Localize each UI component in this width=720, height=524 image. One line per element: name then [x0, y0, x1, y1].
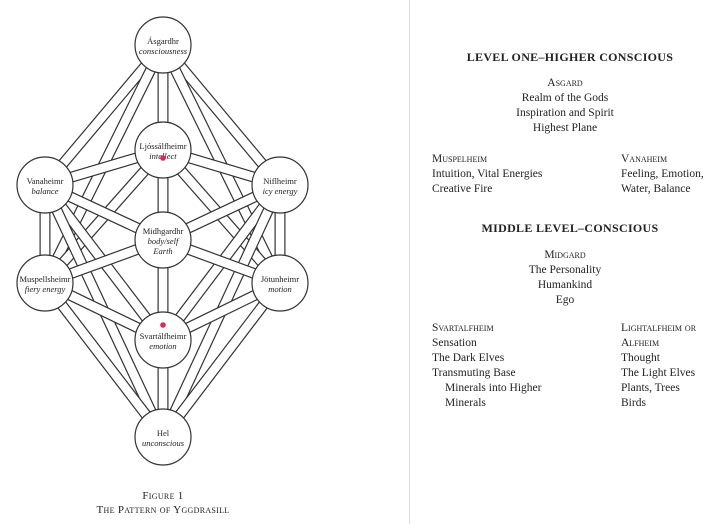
- node-name: Svartálfheimr: [140, 331, 187, 341]
- lightalfheim-block: Lightalfheim or Alfheim Thought The Ligh…: [621, 321, 696, 411]
- muspelheim-line: Creative Fire: [432, 183, 493, 195]
- svartalfheim-line: Minerals into Higher: [445, 382, 542, 394]
- svartalfheim-title: Svartalfheim: [432, 322, 494, 334]
- vanaheim-block: Vanaheim Feeling, Emotion, Water, Balanc…: [621, 152, 704, 197]
- node-vanaheimr: [16, 156, 74, 214]
- node-svartalfheimr: [134, 311, 192, 369]
- svartalfheim-line: Minerals: [445, 397, 486, 409]
- yggdrasill-diagram: ÁsgardhrconsciousnessLjóssálfheimrintell…: [16, 16, 309, 466]
- node-quality: emotion: [149, 341, 176, 351]
- asgard-line: Inspiration and Spirit: [516, 107, 614, 119]
- lightalfheim-line: The Light Elves: [621, 367, 696, 379]
- svartalfheim-line: The Dark Elves: [432, 352, 505, 364]
- node-quality: motion: [268, 284, 292, 294]
- midgard-line: The Personality: [528, 264, 602, 276]
- node-name: Jötunheimr: [261, 274, 299, 284]
- vanaheim-line: Feeling, Emotion,: [621, 168, 704, 180]
- midgard-line: Humankind: [537, 279, 593, 291]
- asgard-title: Asgard: [547, 77, 583, 89]
- node-quality: fiery energy: [25, 284, 66, 294]
- lightalfheim-line: Birds: [621, 397, 646, 409]
- svartalfheim-line: Transmuting Base: [432, 367, 516, 379]
- lightalfheim-title: Lightalfheim or: [621, 322, 697, 334]
- asgard-block: Asgard Realm of the Gods Inspiration and…: [470, 76, 660, 136]
- node-name: Hel: [157, 428, 170, 438]
- asgard-line: Highest Plane: [532, 122, 598, 134]
- marker-dot: [160, 155, 166, 161]
- asgard-line: Realm of the Gods: [521, 92, 609, 104]
- node-jotunheimr: [251, 254, 309, 312]
- figure-label: Figure 1: [142, 490, 184, 502]
- node-asgardhr: [134, 16, 192, 74]
- node-midhgardhr: [134, 211, 192, 269]
- path-asgardhr-niflheimr: [158, 40, 285, 190]
- path-muspellsheimr-hel: [40, 278, 168, 442]
- node-name: Muspellsheimr: [20, 274, 71, 284]
- node-muspellsheimr: [16, 254, 74, 312]
- muspelheim-block: Muspelheim Intuition, Vital Energies Cre…: [432, 152, 542, 197]
- midgard-title: Midgard: [544, 249, 586, 261]
- node-quality: consciousness: [139, 46, 188, 56]
- node-quality-2: Earth: [152, 246, 172, 256]
- lightalfheim-line: Thought: [621, 352, 660, 364]
- page-divider: [409, 0, 410, 524]
- midgard-block: Midgard The Personality Humankind Ego: [470, 248, 660, 308]
- path-jotunheimr-hel: [158, 278, 285, 442]
- node-quality: icy energy: [263, 186, 298, 196]
- svartalfheim-block: Svartalfheim Sensation The Dark Elves Tr…: [432, 321, 541, 411]
- lightalfheim-line: Plants, Trees: [621, 382, 680, 394]
- node-name: Ljóssálfheimr: [139, 141, 186, 151]
- node-hel: [134, 408, 192, 466]
- node-niflheimr: [251, 156, 309, 214]
- marker-dot: [160, 322, 166, 328]
- middle-level-heading: MIDDLE LEVEL–CONSCIOUS: [481, 221, 659, 235]
- muspelheim-line: Intuition, Vital Energies: [432, 168, 543, 180]
- node-name: Ásgardhr: [147, 36, 179, 46]
- midgard-line: Ego: [555, 294, 575, 306]
- vanaheim-line: Water, Balance: [621, 183, 691, 195]
- node-name: Vanaheimr: [27, 176, 64, 186]
- vanaheim-title: Vanaheim: [621, 153, 668, 165]
- node-quality: unconscious: [142, 438, 185, 448]
- node-name: Midhgardhr: [143, 226, 184, 236]
- level-one-heading: LEVEL ONE–HIGHER CONSCIOUS: [466, 50, 674, 64]
- node-ljossalfheimr: [134, 121, 192, 179]
- figure-title: The Pattern of Yggdrasill: [96, 504, 230, 516]
- node-quality: body/self: [148, 236, 180, 246]
- alfheim-title: Alfheim: [621, 337, 660, 349]
- svartalfheim-line: Sensation: [432, 337, 477, 349]
- muspelheim-title: Muspelheim: [432, 153, 488, 165]
- node-name: Niflheimr: [263, 176, 297, 186]
- path-asgardhr-vanaheimr: [40, 40, 168, 190]
- node-quality: balance: [32, 186, 59, 196]
